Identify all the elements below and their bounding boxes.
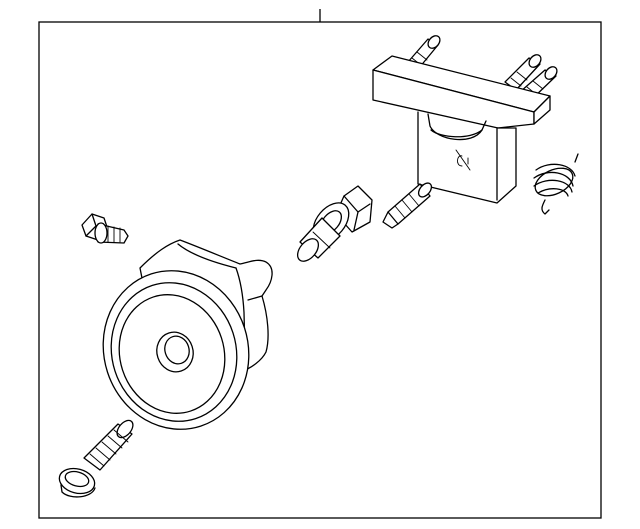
- bulb: [382, 182, 433, 229]
- screw: [81, 213, 129, 244]
- spring: [533, 153, 579, 215]
- adjusting-screw: [58, 419, 134, 498]
- diagram-frame: [38, 21, 602, 519]
- bulb-socket: [296, 185, 373, 262]
- fog-lamp-housing: [102, 239, 273, 430]
- mounting-bracket: [372, 35, 558, 204]
